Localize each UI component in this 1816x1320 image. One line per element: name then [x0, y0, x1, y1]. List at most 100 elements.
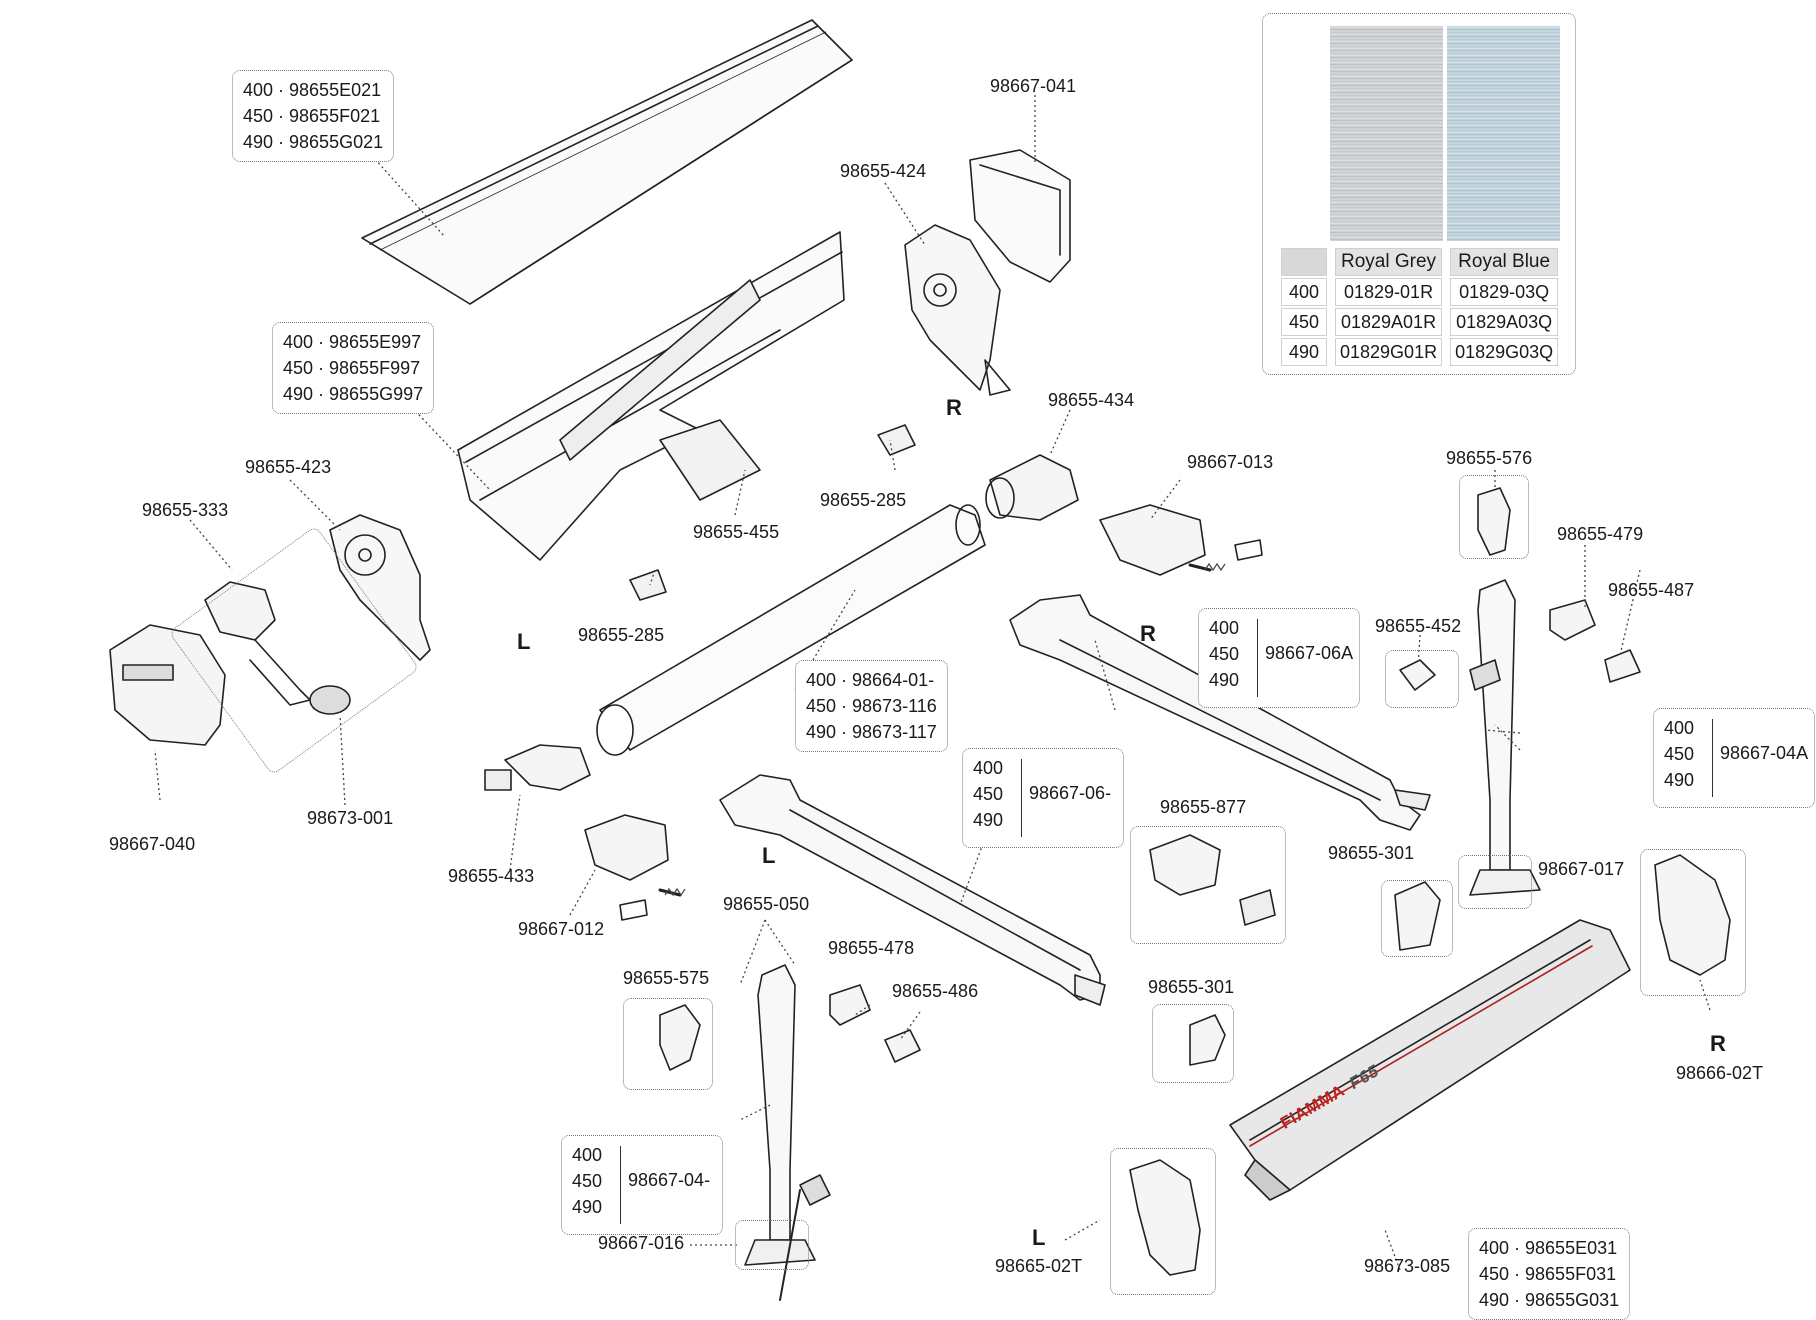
part-code: 98667-06A: [1265, 643, 1354, 663]
side-marker-right: R: [946, 395, 962, 420]
size-list: 400 450 490: [572, 1142, 602, 1220]
part-code: 400 · 98664-01-: [806, 670, 935, 690]
part-box-case-profile: 400 · 98655E997 450 · 98655F997 490 · 98…: [272, 322, 435, 414]
end-cap-right-box: [1640, 849, 1746, 996]
crank-head-icon: [204, 581, 351, 715]
part-label: 98655-487: [1608, 580, 1695, 600]
bracket-left-icon: [584, 814, 682, 921]
part-box-arm-left: 400 450 490 98667-06-: [962, 748, 1124, 848]
knob-452-box: [1385, 650, 1459, 708]
drive-unit-right-icon: [985, 454, 1079, 521]
table-row: 490 01829G01R 01829G03Q: [1281, 338, 1559, 366]
end-cap-right-icon: [969, 149, 1071, 283]
side-marker-left: L: [1032, 1225, 1046, 1250]
part-label: 98666-02T: [1676, 1063, 1764, 1083]
size: 400: [1664, 718, 1695, 738]
side-marker-left: L: [517, 629, 531, 654]
size: 400: [1209, 618, 1240, 638]
bracket-576-box: [1459, 475, 1529, 559]
part-label: 98655-301: [1328, 843, 1415, 863]
drive-unit-left-icon: [484, 744, 591, 791]
end-cap-right-front-icon: [1654, 854, 1731, 976]
end-plate-right-icon: [904, 224, 1011, 396]
spring-icon: [664, 562, 1226, 897]
fabric-code-blue: 01829G03Q: [1450, 338, 1559, 366]
table-row: 400 01829-01R 01829-03Q: [1281, 278, 1559, 306]
leader-lines: [154, 95, 1711, 1271]
fabric-code-blue: 01829A03Q: [1450, 308, 1559, 336]
part-code: 490 · 98655G031: [1479, 1290, 1620, 1310]
fabric-code-table: Royal Grey Royal Blue 400 01829-01R 0182…: [1273, 246, 1566, 368]
fabric-header-grey: Royal Grey: [1335, 248, 1443, 276]
part-label: 98655-433: [448, 866, 535, 886]
part-label: 98665-02T: [995, 1256, 1083, 1276]
part-box-arm-right: 400 450 490 98667-06A: [1198, 608, 1360, 708]
part-label: 98655-423: [245, 457, 332, 477]
hinge-box-a: [1381, 880, 1453, 957]
side-marker-right: R: [1140, 621, 1156, 646]
fabric-color-panel: Royal Grey Royal Blue 400 01829-01R 0182…: [1262, 13, 1576, 375]
size: 400: [973, 758, 1004, 778]
part-label: 98655-050: [723, 894, 810, 914]
case-profile-icon: [457, 231, 845, 561]
part-code: 98667-06-: [1029, 783, 1112, 803]
part-label: 98655-285: [578, 625, 665, 645]
part-code: 400 · 98655E997: [283, 332, 422, 352]
plate-016-box: [735, 1220, 809, 1270]
side-marker-right: R: [1710, 1031, 1726, 1056]
part-label: 98655-486: [892, 981, 979, 1001]
part-box-leg-right: 400 450 490 98667-04A: [1653, 708, 1815, 808]
part-label: 98667-013: [1187, 452, 1274, 472]
part-code: 450 · 98655F021: [243, 106, 381, 126]
size: 490: [572, 1197, 603, 1217]
part-label: 98655-285: [820, 490, 907, 510]
crank-cover-icon: [109, 624, 226, 746]
part-code: 400 · 98655E021: [243, 80, 382, 100]
size-list: 400 450 490: [973, 755, 1003, 833]
part-code: 98667-04-: [628, 1170, 711, 1190]
side-marker-left: L: [762, 843, 776, 868]
size: 450: [572, 1171, 603, 1191]
royal-grey-swatch: [1330, 26, 1443, 241]
part-label: 98667-016: [598, 1233, 685, 1253]
fabric-size: 450: [1281, 308, 1327, 336]
part-label: 98655-333: [142, 500, 229, 520]
part-code: 490 · 98673-117: [806, 722, 937, 742]
part-label: 98655-576: [1446, 448, 1533, 468]
clip-set-box: [1130, 826, 1286, 944]
part-code: 98667-04A: [1720, 743, 1809, 763]
size: 450: [1664, 744, 1695, 764]
fabric-code-blue: 01829-03Q: [1450, 278, 1559, 306]
top-cover-icon: [361, 19, 853, 305]
part-label: 98655-877: [1160, 797, 1247, 817]
size: 490: [1209, 670, 1240, 690]
part-code: 450 · 98673-116: [806, 696, 937, 716]
end-cap-left-box: [1110, 1148, 1216, 1295]
part-label: 98655-301: [1148, 977, 1235, 997]
size: 490: [1664, 770, 1695, 790]
fabric-code-grey: 01829-01R: [1335, 278, 1443, 306]
size: 400: [572, 1145, 603, 1165]
part-label: 98667-040: [109, 834, 196, 854]
bracket-line: [620, 1146, 621, 1224]
plate-017-box: [1458, 855, 1532, 909]
fabric-header-blank: [1281, 248, 1327, 276]
size-list: 400 450 490: [1209, 615, 1239, 693]
size-list: 400 450 490: [1664, 715, 1694, 793]
arm-left-icon: [719, 774, 1106, 1006]
part-code: 450 · 98655F031: [1479, 1264, 1617, 1284]
bracket-line: [1712, 719, 1713, 797]
fabric-size: 490: [1281, 338, 1327, 366]
hinge-bracket-icon: [1189, 881, 1441, 1066]
size: 490: [973, 810, 1004, 830]
bracket-right-icon: [1099, 504, 1263, 576]
part-label: 98667-041: [990, 76, 1077, 96]
part-label: 98673-085: [1364, 1256, 1451, 1276]
bracket-575-box: [623, 998, 713, 1090]
roller-tube-icon: [596, 504, 986, 756]
fabric-header-blue: Royal Blue: [1450, 248, 1559, 276]
part-code: 450 · 98655F997: [283, 358, 421, 378]
part-label: 98655-434: [1048, 390, 1135, 410]
